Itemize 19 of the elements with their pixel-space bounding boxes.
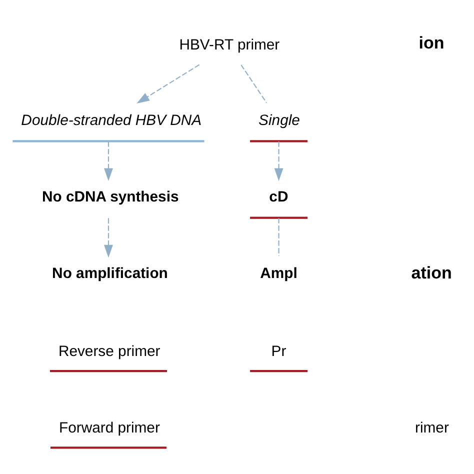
node-text: No amplification [52,266,168,282]
arrow [274,142,284,182]
node-text: cD [269,190,288,206]
node-text: Double-stranded HBV DNA [21,112,202,129]
label: ion [418,33,444,52]
node-text: Reverse primer [58,344,160,360]
arrow [104,218,113,258]
connector [240,64,267,104]
label: rimer [415,420,449,437]
node-text: Pr [271,344,286,360]
node-text: Ampl [260,266,298,282]
arrow [104,142,113,182]
node-text: Forward primer [58,420,160,437]
node-text: HBV-RT primer [179,37,280,54]
arrow [136,64,200,104]
node-text: Single [258,112,300,129]
label: ation [411,263,452,282]
connector [278,218,280,256]
node-text: No cDNA synthesis [42,190,179,206]
